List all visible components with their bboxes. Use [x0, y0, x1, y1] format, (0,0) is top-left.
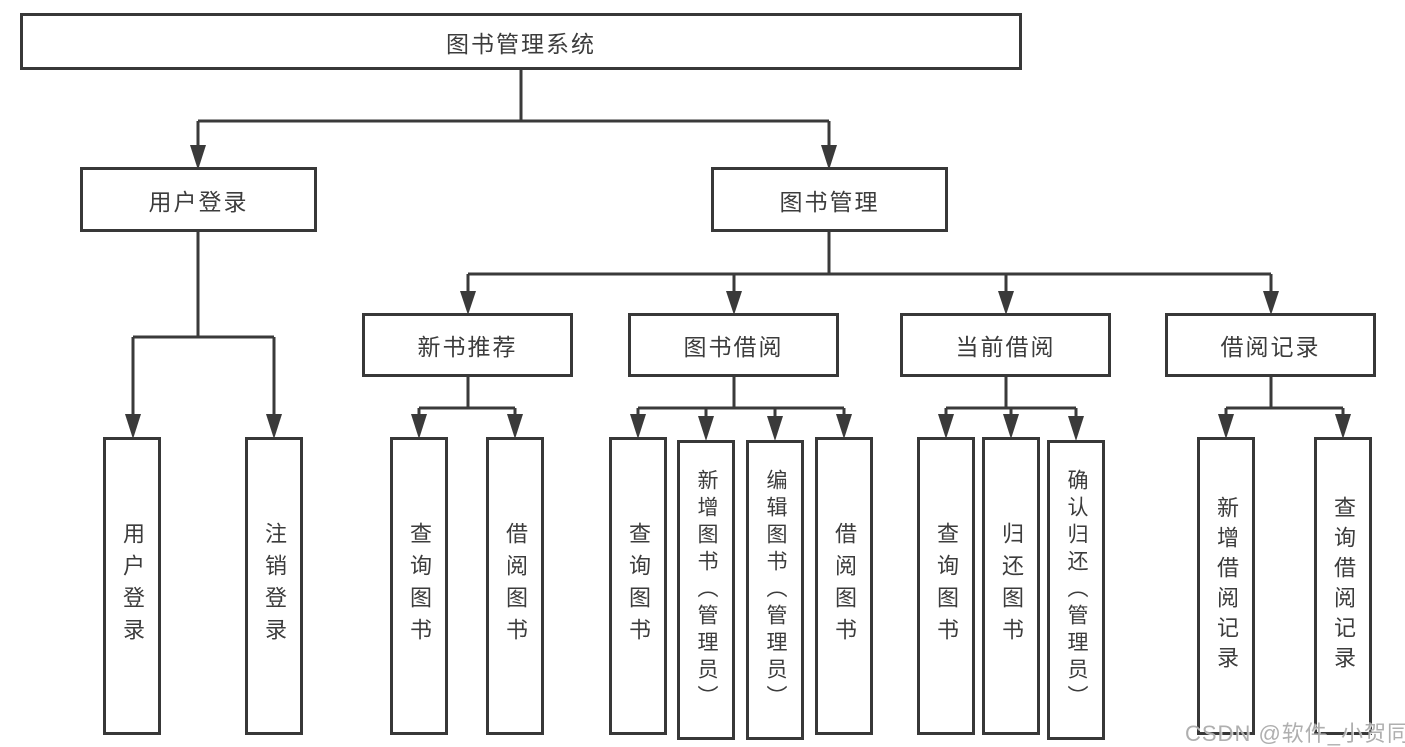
node-label: 编辑图书（管理员） — [764, 468, 787, 712]
node-borrowing-records: 借阅记录 — [1165, 313, 1376, 377]
leaf-add-book-admin: 新增图书（管理员） — [677, 440, 735, 740]
node-label: 图书管理 — [779, 188, 880, 215]
arrowheads — [125, 145, 1351, 441]
node-label: 用户登录 — [148, 188, 249, 215]
node-label: 用户登录 — [120, 522, 145, 650]
node-label: 当前借阅 — [955, 334, 1056, 360]
node-label: 新增图书（管理员） — [695, 468, 718, 712]
leaf-edit-book-admin: 编辑图书（管理员） — [746, 440, 804, 740]
node-new-book-recommendation: 新书推荐 — [362, 313, 573, 377]
node-label: 图书借阅 — [683, 334, 784, 360]
node-label: 借阅图书 — [832, 522, 857, 650]
node-label: 借阅记录 — [1220, 334, 1321, 360]
node-label: 图书管理系统 — [446, 30, 596, 57]
leaf-query-books-recommend: 查询图书 — [390, 437, 448, 735]
leaf-borrow-books-recommend: 借阅图书 — [486, 437, 544, 735]
leaf-user-login: 用户登录 — [103, 437, 161, 735]
leaf-logout: 注销登录 — [245, 437, 303, 735]
node-library-management-system: 图书管理系统 — [20, 13, 1022, 70]
node-label: 查询图书 — [934, 522, 959, 650]
leaf-query-books-current: 查询图书 — [917, 437, 975, 735]
node-label: 确认归还（管理员） — [1065, 468, 1088, 712]
node-label: 新增借阅记录 — [1214, 496, 1239, 676]
node-book-management: 图书管理 — [711, 167, 948, 232]
node-label: 查询借阅记录 — [1331, 496, 1356, 676]
leaf-confirm-return-admin: 确认归还（管理员） — [1047, 440, 1105, 740]
node-label: 注销登录 — [262, 522, 287, 650]
node-label: 查询图书 — [407, 522, 432, 650]
leaf-borrow-books-borrowing: 借阅图书 — [815, 437, 873, 735]
node-label: 查询图书 — [626, 522, 651, 650]
csdn-watermark: CSDN @软件_小贺同学 — [1185, 721, 1405, 746]
leaf-query-books-borrowing: 查询图书 — [609, 437, 667, 735]
leaf-return-book: 归还图书 — [982, 437, 1040, 735]
leaf-query-borrow-record: 查询借阅记录 — [1314, 437, 1372, 735]
leaf-add-borrow-record: 新增借阅记录 — [1197, 437, 1255, 735]
node-label: 新书推荐 — [417, 334, 518, 360]
node-user-login: 用户登录 — [80, 167, 317, 232]
node-book-borrowing: 图书借阅 — [628, 313, 839, 377]
node-label: 归还图书 — [999, 522, 1024, 650]
node-label: 借阅图书 — [503, 522, 528, 650]
node-current-borrowing: 当前借阅 — [900, 313, 1111, 377]
